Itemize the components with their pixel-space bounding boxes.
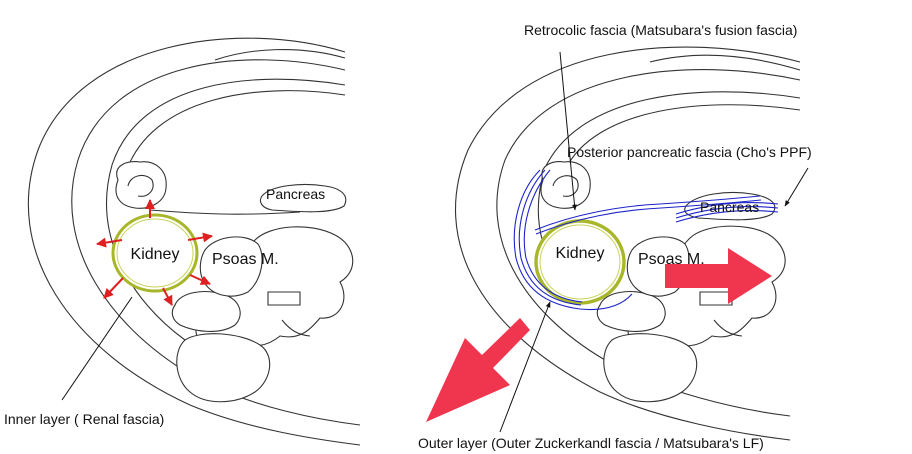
left-kidney-label: Kidney — [131, 246, 180, 263]
right-colon — [541, 162, 590, 209]
posterior-pancreatic-fascia-label: Posterior pancreatic fascia (Cho's PPF) — [567, 144, 812, 160]
right-panel: Kidney Pancreas Psoas M. Retrocolic fasc… — [418, 22, 812, 451]
left-pancreas-label: Pancreas — [266, 186, 325, 202]
inner-layer-leader — [62, 297, 132, 400]
right-kidney-label: Kidney — [556, 245, 605, 262]
outer-layer-label: Outer layer (Outer Zuckerkandl fascia / … — [418, 435, 764, 451]
left-colon — [116, 162, 166, 209]
retrocolic-fascia-label: Retrocolic fascia (Matsubara's fusion fa… — [524, 22, 797, 38]
left-panel: Kidney Pancreas Psoas M. Inner layer ( R… — [4, 38, 360, 445]
left-down-arrow-icon — [426, 318, 530, 422]
inner-layer-label: Inner layer ( Renal fascia) — [4, 411, 164, 427]
right-psoas-label: Psoas M. — [638, 251, 705, 268]
right-pancreas-label: Pancreas — [700, 199, 759, 215]
left-psoas-label: Psoas M. — [212, 251, 279, 268]
